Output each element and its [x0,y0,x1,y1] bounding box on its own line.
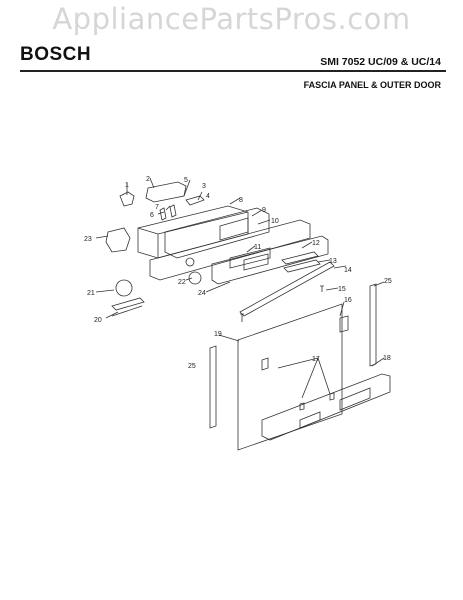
callout-4: 4 [206,193,210,200]
part-clip-17 [261,357,335,411]
part-door-seal-14 [239,261,335,317]
callout-7: 7 [155,204,159,211]
callout-12: 12 [312,240,320,247]
callout-19: 19 [214,331,222,338]
part-connector-2 [145,181,187,203]
callout-6: 6 [150,212,154,219]
part-toe-kick-18 [261,373,391,441]
callout-23: 23 [84,236,92,243]
callout-18: 18 [383,355,391,362]
callout-5: 5 [184,177,188,184]
callout-9: 9 [262,207,266,214]
part-control-board-9 [164,207,270,259]
callout-16: 16 [344,297,352,304]
callout-11: 11 [254,244,261,251]
part-control-panel-24 [211,235,329,285]
callout-8: 8 [239,197,243,204]
model-number: SMI 7052 UC/09 & UC/14 [320,56,441,68]
part-buttons-13 [281,251,321,273]
part-side-trim-25-left [209,345,217,429]
part-knob-22 [188,271,202,285]
part-side-trim-25-right [369,283,377,367]
callout-13: 13 [329,258,337,265]
diagram-title: FASCIA PANEL & OUTER DOOR [303,80,441,90]
brand-logo: BOSCH [20,44,92,65]
part-outer-door-19 [237,303,343,451]
callout-10: 10 [271,218,279,225]
part-timer-21 [115,279,133,297]
part-hinge-16 [339,315,349,333]
callout-3: 3 [202,183,206,190]
part-pin-6 [159,204,177,221]
part-motor-23 [105,227,131,253]
callout-25-right: 25 [384,278,392,285]
header-rule [20,70,446,72]
callout-21: 21 [87,290,95,297]
callout-20: 20 [94,317,102,324]
callout-17: 17 [312,356,320,363]
part-bracket-4 [185,195,205,206]
callout-24: 24 [198,290,206,297]
callout-14: 14 [344,267,352,274]
watermark-text: AppliancePartsPros.com [52,2,411,36]
callout-25-left: 25 [188,363,196,370]
callout-1: 1 [125,182,129,189]
part-screw-15 [240,285,324,322]
part-fascia-panel-11 [149,219,311,281]
callout-22: 22 [178,279,186,286]
part-control-housing-8 [137,205,249,259]
part-lever-20 [111,297,145,317]
part-board-components [219,217,249,241]
callout-2: 2 [146,176,150,183]
callout-15: 15 [338,286,346,293]
